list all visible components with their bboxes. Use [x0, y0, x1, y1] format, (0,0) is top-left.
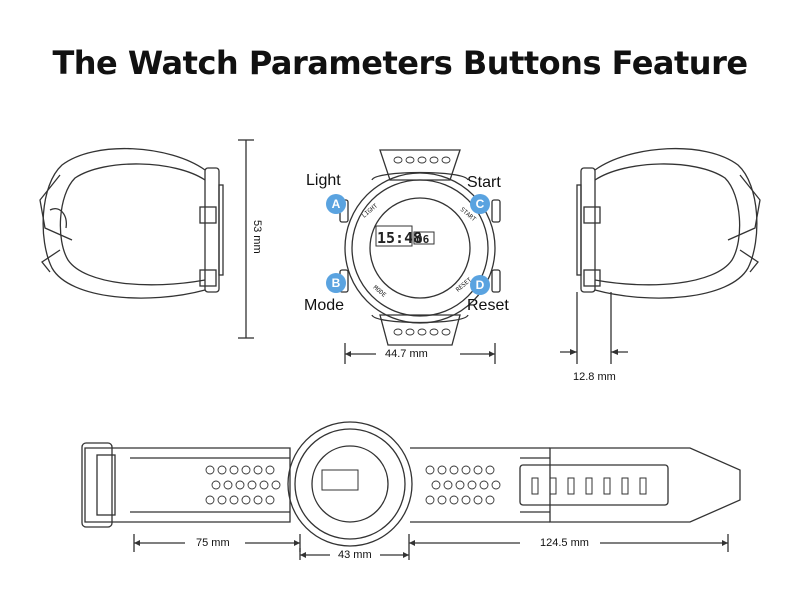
left-side-view — [39, 147, 224, 299]
badge-a: A — [326, 194, 346, 214]
page-title: The Watch Parameters Buttons Feature — [52, 44, 748, 82]
dim-strap-long: 124.5 mm — [540, 537, 589, 549]
label-start: Start — [467, 174, 501, 191]
label-reset: Reset — [467, 297, 509, 314]
dim-strap-short: 75 mm — [196, 537, 230, 549]
dim-height: 53 mm — [251, 220, 263, 254]
bottom-dimensions — [133, 534, 729, 560]
dim-thickness: 12.8 mm — [573, 371, 616, 383]
bezel-light: LIGHT — [361, 202, 380, 219]
badge-b: B — [326, 273, 346, 293]
face-time: 15:48 — [377, 229, 422, 247]
right-side-view — [576, 147, 761, 299]
dim-case: 43 mm — [338, 549, 372, 561]
height-dimension — [238, 139, 254, 339]
flat-view — [81, 421, 741, 547]
label-light: Light — [306, 172, 341, 189]
bezel-mode: MODE — [372, 284, 388, 299]
badge-c: C — [470, 194, 490, 214]
label-mode: Mode — [304, 297, 345, 314]
dim-width: 44.7 mm — [385, 348, 428, 360]
badge-d: D — [470, 275, 490, 295]
thickness-dimension — [576, 292, 612, 364]
face-seconds: 06 — [416, 233, 430, 246]
arrowheads — [134, 349, 728, 558]
